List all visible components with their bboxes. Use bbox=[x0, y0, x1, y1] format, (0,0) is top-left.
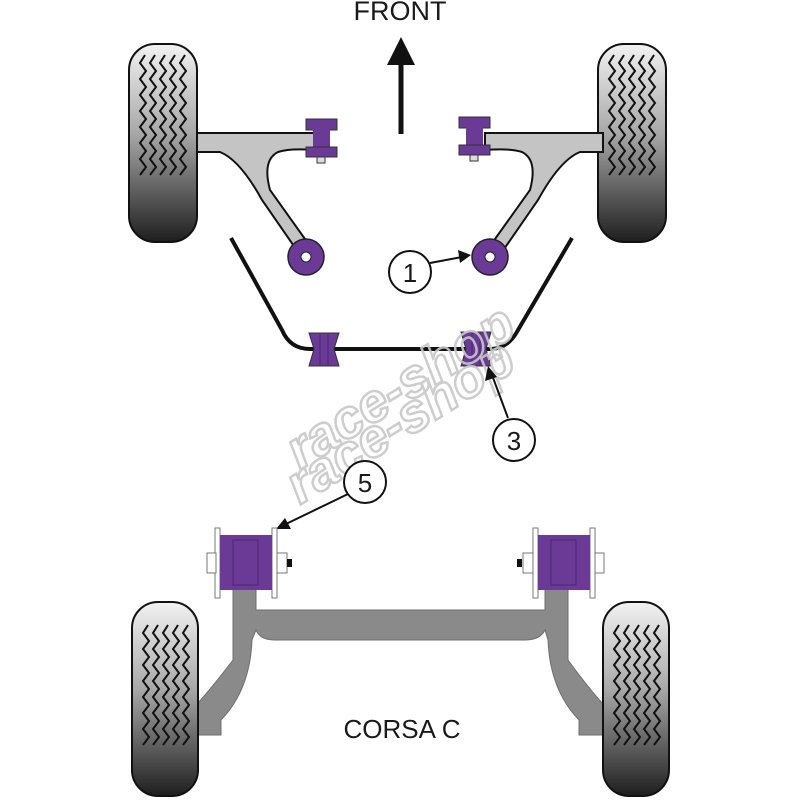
front-arrow-icon bbox=[387, 37, 415, 134]
left-wishbone bbox=[196, 132, 316, 254]
rear-right-wheel bbox=[602, 601, 670, 797]
svg-text:5: 5 bbox=[358, 468, 372, 498]
right-wishbone bbox=[484, 132, 604, 254]
front-label: FRONT bbox=[354, 0, 447, 26]
anti-roll-bar bbox=[229, 236, 574, 351]
right-rear-wishbone-bush bbox=[471, 238, 509, 276]
model-label: CORSA C bbox=[343, 714, 460, 744]
right-anti-roll-bar-bush bbox=[460, 331, 492, 367]
rear-beam bbox=[195, 582, 605, 736]
rear-left-bush bbox=[206, 527, 292, 599]
watermark: race-shop race-shop bbox=[273, 291, 526, 516]
left-anti-roll-bar-bush bbox=[308, 332, 340, 367]
callout-1: 1 bbox=[388, 250, 471, 294]
left-front-bush bbox=[305, 118, 338, 164]
callout-5: 5 bbox=[276, 460, 387, 529]
svg-text:3: 3 bbox=[507, 426, 521, 456]
rear-right-bush bbox=[517, 527, 605, 599]
rear-left-wheel bbox=[131, 601, 199, 797]
front-right-wheel bbox=[597, 43, 667, 243]
left-rear-wishbone-bush bbox=[287, 238, 325, 276]
right-front-bush bbox=[458, 116, 491, 162]
front-left-wheel bbox=[128, 43, 198, 243]
svg-text:1: 1 bbox=[403, 258, 417, 288]
callout-3: 3 bbox=[485, 366, 536, 462]
